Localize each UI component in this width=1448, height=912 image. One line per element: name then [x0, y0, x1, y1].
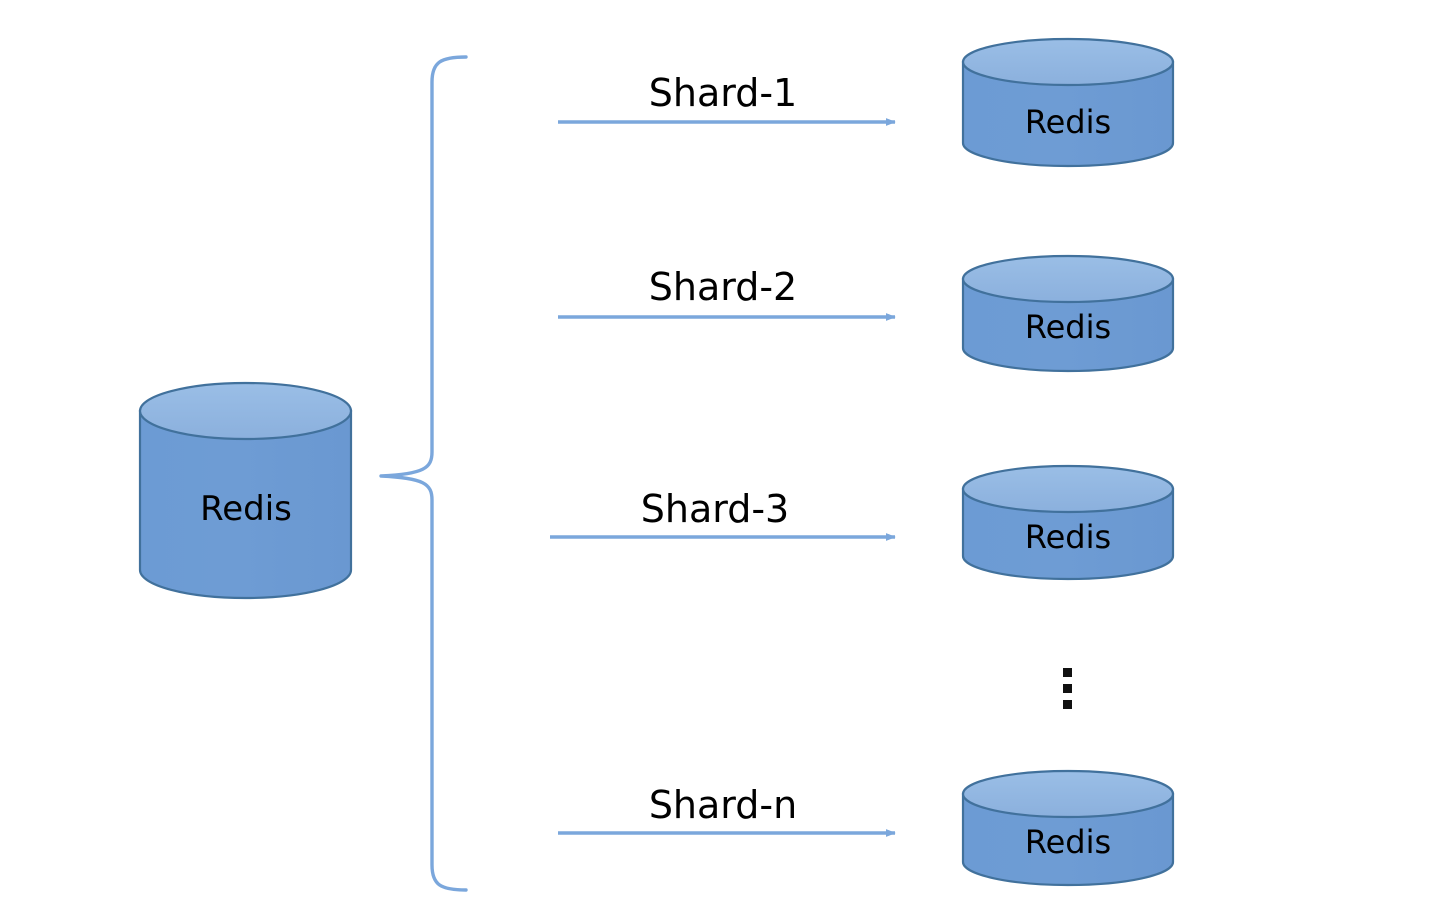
shard-edge-label-4: Shard-n	[648, 783, 798, 827]
source-database-cylinder[interactable]	[138, 381, 353, 600]
shard-edge-label-2: Shard-2	[648, 265, 798, 309]
left-curly-brace-icon	[379, 55, 468, 892]
shard-node-1[interactable]	[963, 39, 1173, 166]
shard-database-cylinder-2[interactable]	[961, 254, 1175, 373]
shard-node-2[interactable]	[963, 256, 1173, 371]
shard-database-cylinder-3[interactable]	[961, 464, 1175, 581]
shard-database-cylinder-1[interactable]	[961, 37, 1175, 168]
shard-node-4[interactable]	[963, 771, 1173, 885]
vertical-ellipsis-icon	[1063, 668, 1072, 709]
shard-edge-label-1: Shard-1	[648, 71, 798, 115]
shard-edge-label-3: Shard-3	[640, 487, 790, 531]
shard-node-3[interactable]	[963, 466, 1173, 579]
source-database-node[interactable]	[140, 383, 352, 598]
shard-database-cylinder-4[interactable]	[961, 769, 1175, 887]
